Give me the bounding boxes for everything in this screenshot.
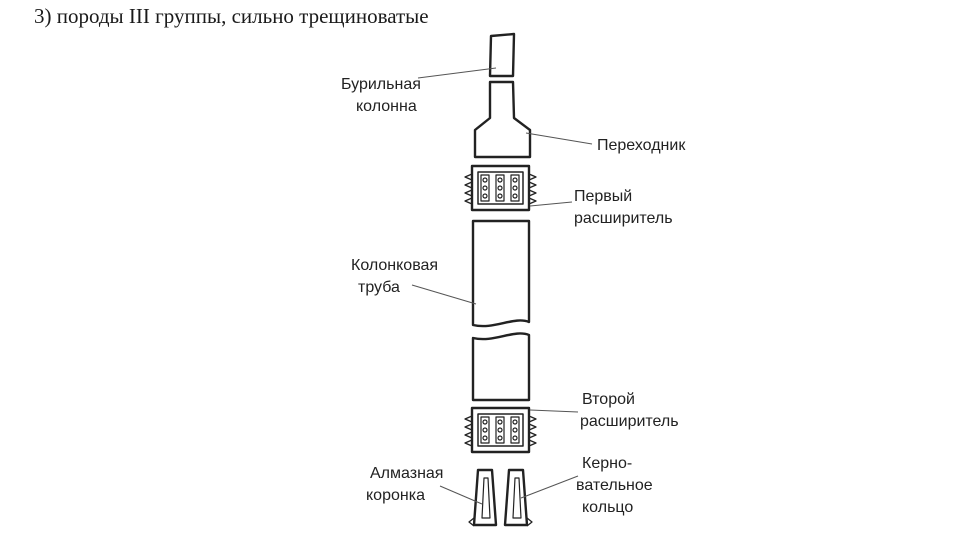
- second-reamer: [464, 406, 537, 454]
- label-second-reamer: Второй расширитель: [580, 391, 679, 430]
- drill-string: [488, 32, 516, 78]
- core-lifter-ring: [503, 468, 533, 527]
- label-core-barrel: Колонковая труба: [351, 257, 443, 296]
- label-drill-string: Бурильная колонна: [341, 76, 425, 115]
- core-barrel-lower: [471, 332, 531, 402]
- page-heading: 3) породы III группы, сильно трещиноваты…: [34, 4, 429, 28]
- first-reamer: [464, 164, 537, 212]
- label-core-lifter: Керно- вательное кольцо: [576, 455, 657, 516]
- diamond-bit: [468, 468, 498, 527]
- label-first-reamer: Первый расширитель: [574, 188, 673, 227]
- drill-string-lower: [473, 80, 532, 159]
- core-barrel-upper: [471, 219, 531, 328]
- label-adapter: Переходник: [597, 137, 686, 154]
- label-diamond-bit: Алмазная коронка: [366, 465, 448, 504]
